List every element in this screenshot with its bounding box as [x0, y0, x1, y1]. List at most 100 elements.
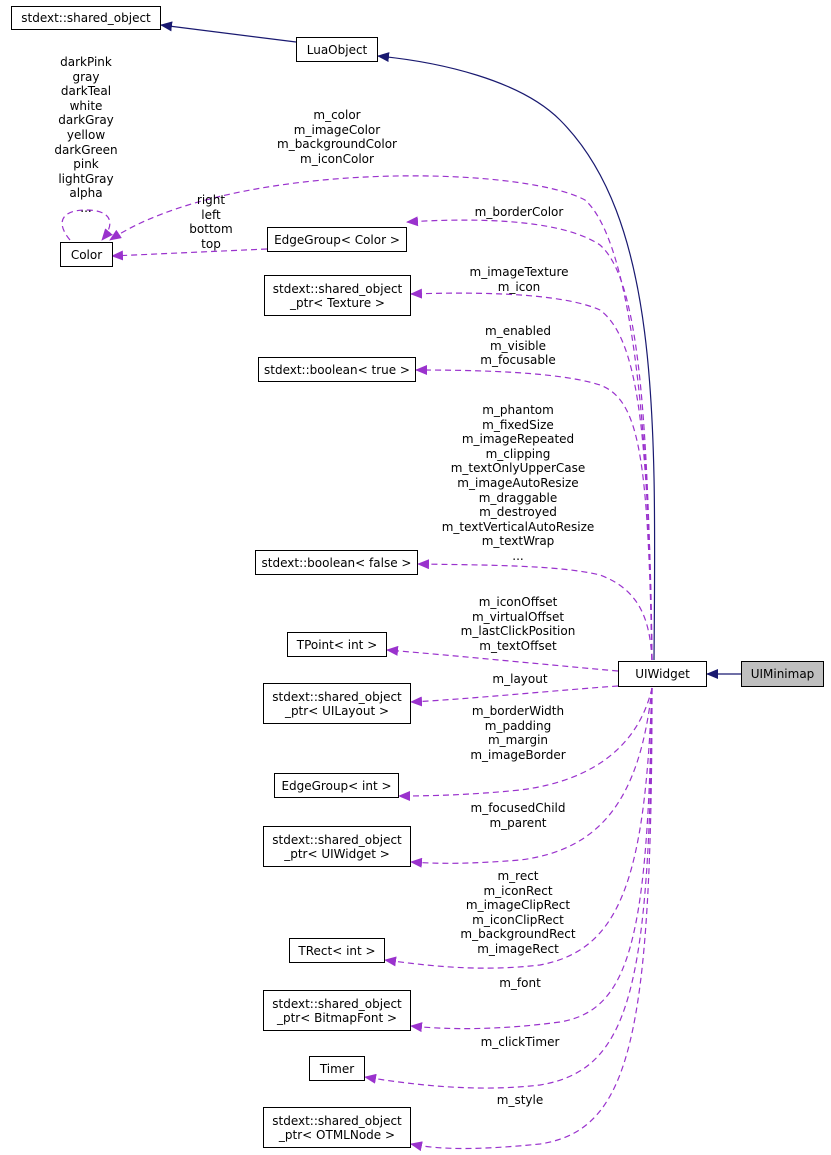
node-label: EdgeGroup< Color >	[274, 232, 400, 247]
node-otmlnode-ptr[interactable]: stdext::shared_object_ptr< OTMLNode >	[263, 1107, 411, 1148]
node-timer[interactable]: Timer	[309, 1056, 365, 1081]
edge-label-line: m_imageAutoResize	[457, 475, 579, 490]
edge-label-line: ...	[512, 548, 524, 563]
edge-label-line: m_visible	[489, 338, 547, 353]
edge-label-line: m_icon	[497, 279, 541, 294]
edge-label-line: m_clickTimer	[480, 1035, 560, 1049]
edge-label-line: m_layout	[492, 672, 548, 686]
edge-label-timer: m_clickTimer	[481, 1035, 560, 1050]
edge-label-line: m_virtualOffset	[471, 609, 565, 624]
edge-label-line: top	[201, 236, 221, 251]
node-label-line2: _ptr< BitmapFont >	[276, 1010, 398, 1025]
edge-label-line: m_iconRect	[483, 883, 553, 898]
edge-edgegroup-int	[398, 687, 653, 801]
edge-label-line: m_imageRect	[477, 941, 559, 956]
edge-texture	[410, 288, 653, 661]
edge-label-line: m_imageBorder	[470, 747, 566, 762]
edge-label-line: darkPink	[60, 55, 112, 69]
edge-label-line: ...	[80, 200, 92, 215]
edge-label-line: pink	[73, 157, 99, 172]
edge-label-line: m_parent	[489, 815, 547, 830]
edge-bool-true	[415, 365, 653, 661]
node-edgegroup-int[interactable]: EdgeGroup< int >	[274, 773, 399, 798]
edge-label-style: m_style	[497, 1093, 543, 1108]
node-bool-true[interactable]: stdext::boolean< true >	[258, 357, 416, 382]
edge-label-line: m_backgroundRect	[460, 927, 576, 942]
node-uilayout-ptr[interactable]: stdext::shared_object_ptr< UILayout >	[263, 683, 411, 724]
node-shared-object[interactable]: stdext::shared_object	[11, 6, 161, 30]
edge-luaobject-sharedobject	[160, 21, 297, 43]
edge-label-line: m_textVerticalAutoResize	[441, 519, 595, 534]
edge-label-line: m_textOnlyUpperCase	[450, 461, 586, 476]
node-bool-false[interactable]: stdext::boolean< false >	[255, 550, 418, 575]
edge-label-line: m_phantom	[482, 403, 554, 417]
edge-label-line: m_destroyed	[479, 505, 557, 520]
edge-label-layout: m_layout	[492, 672, 547, 687]
node-tpoint[interactable]: TPoint< int >	[287, 632, 387, 657]
node-label-line1: stdext::shared_object	[272, 689, 402, 704]
edge-label-line: m_iconColor	[300, 151, 374, 166]
edge-label-line: m_font	[499, 976, 541, 990]
edge-label-line: m_imageTexture	[469, 265, 569, 279]
edge-bordercolor	[406, 216, 653, 661]
edge-label-line: m_clipping	[485, 446, 551, 461]
edge-label-line: m_draggable	[478, 490, 558, 505]
node-label: stdext::boolean< true >	[264, 362, 410, 377]
edge-label-line: alpha	[69, 186, 103, 201]
node-color[interactable]: Color	[60, 242, 113, 267]
node-label: stdext::shared_object	[21, 11, 151, 25]
edge-label-line: m_imageClipRect	[465, 898, 571, 913]
edge-label-line: yellow	[66, 127, 106, 142]
edge-label-line: m_padding	[484, 718, 552, 733]
edge-label-line: m_focusedChild	[470, 801, 566, 815]
edge-label-border-color: m_borderColor	[475, 205, 564, 220]
node-label: TPoint< int >	[296, 637, 378, 652]
node-uiminimap[interactable]: UIMinimap	[741, 661, 824, 687]
node-edgegroup-color[interactable]: EdgeGroup< Color >	[267, 227, 407, 252]
node-texture-ptr[interactable]: stdext::shared_object_ptr< Texture >	[264, 275, 411, 316]
edge-label-line: m_imageRepeated	[461, 432, 575, 447]
edge-uiwidget-luaobject	[377, 52, 656, 661]
node-bitmapfont-ptr[interactable]: stdext::shared_object_ptr< BitmapFont >	[263, 990, 411, 1031]
edge-color-uiwidget	[109, 175, 653, 661]
edge-font	[410, 687, 653, 1033]
edge-label-line: m_lastClickPosition	[460, 624, 576, 639]
edge-label-line: m_iconOffset	[478, 595, 558, 609]
edge-label-line: darkGreen	[54, 142, 118, 157]
edge-bool-false	[417, 559, 653, 661]
edge-label-line: left	[201, 207, 221, 222]
node-label: EdgeGroup< int >	[281, 778, 392, 793]
node-label-line1: stdext::shared_object	[272, 996, 402, 1011]
edge-label-line: m_borderWidth	[471, 704, 565, 718]
node-label-line1: stdext::shared_object	[272, 1113, 402, 1128]
node-label-line2: _ptr< Texture >	[290, 295, 385, 310]
edge-layout	[410, 685, 619, 707]
edge-trect	[384, 687, 653, 969]
edge-label-line: m_imageColor	[293, 122, 381, 137]
edge-label-line: m_enabled	[485, 324, 551, 338]
node-uiwidget[interactable]: UIWidget	[618, 661, 707, 687]
edge-label-line: m_color	[313, 108, 361, 122]
edge-label-line: bottom	[189, 222, 233, 237]
edge-label-line: m_focusable	[480, 353, 556, 368]
node-label: UIMinimap	[750, 667, 815, 681]
node-label-line1: stdext::shared_object	[272, 281, 403, 296]
node-uiwidget-ptr[interactable]: stdext::shared_object_ptr< UIWidget >	[263, 826, 411, 867]
edge-label-line: m_style	[496, 1093, 544, 1107]
edge-label-line: m_backgroundColor	[277, 137, 397, 152]
node-lua-object[interactable]: LuaObject	[296, 37, 378, 62]
node-trect[interactable]: TRect< int >	[289, 938, 385, 963]
edge-label-line: m_textOffset	[479, 638, 557, 653]
edge-label-line: m_rect	[497, 869, 539, 883]
edge-label-line: m_textWrap	[481, 534, 555, 549]
node-label: TRect< int >	[298, 943, 376, 958]
